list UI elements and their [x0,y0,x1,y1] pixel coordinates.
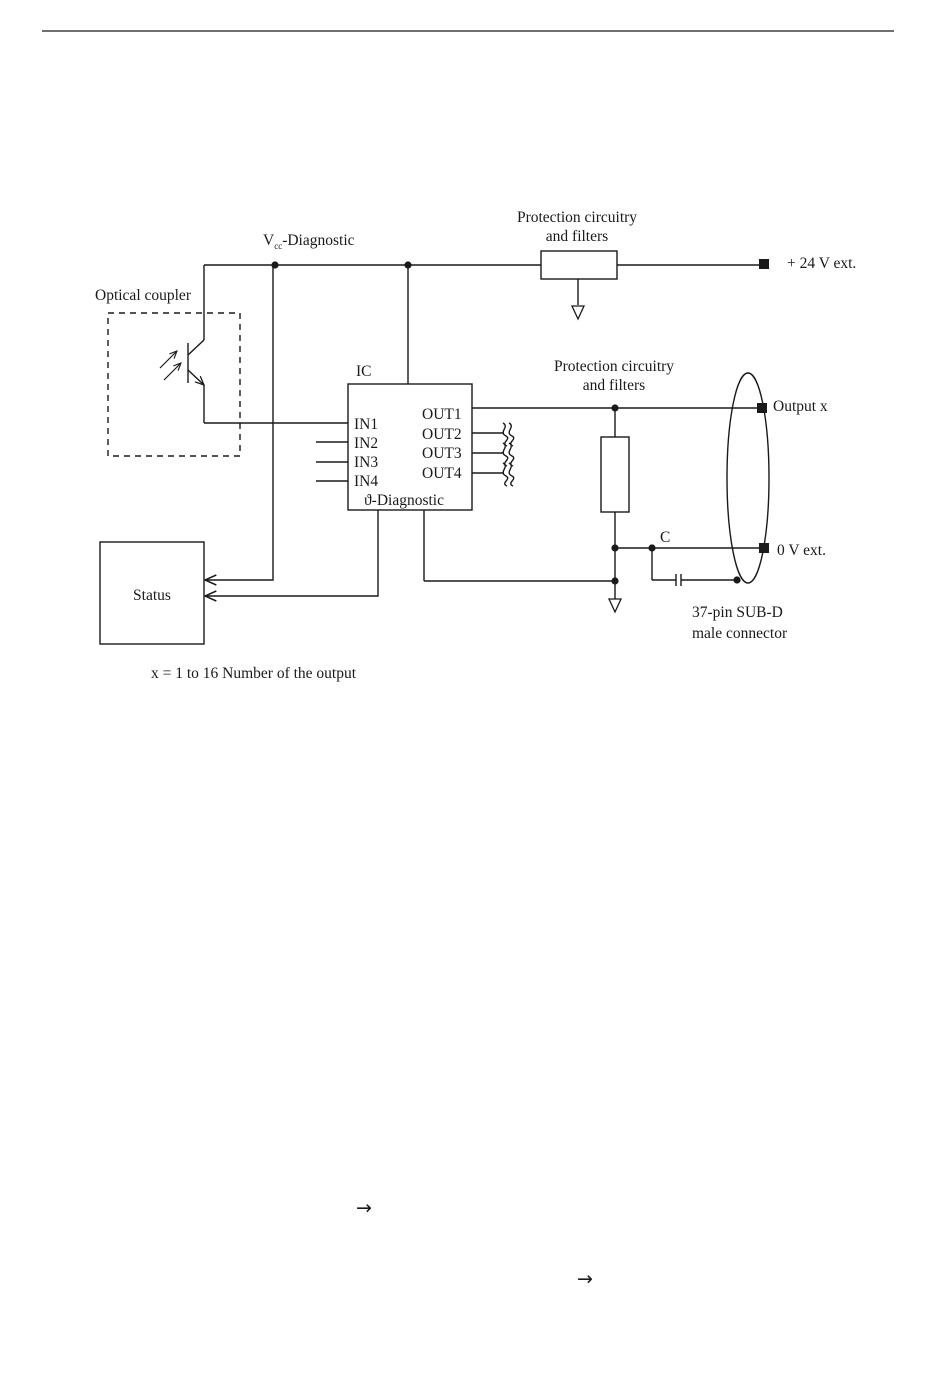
top-ground-symbol [572,306,584,319]
plus24-label: + 24 V ext. [787,255,856,272]
bottom-ground-symbol [609,599,621,612]
light-arrow-1 [160,351,177,368]
out3-label: OUT3 [422,445,462,462]
break-symbol-out3b [509,443,514,466]
break-symbol-out2 [503,423,508,446]
plus24-terminal [759,259,769,269]
out1-label: OUT1 [422,406,462,423]
ground-junction [611,577,618,584]
break-symbol-out4b [509,463,514,486]
ic-label: IC [356,363,372,380]
optical-coupler-label: Optical coupler [95,287,192,304]
in2-label: IN2 [354,435,378,452]
break-symbol-out4 [503,463,508,486]
output-filter-block [601,437,629,512]
in1-label: IN1 [354,416,378,433]
top-protection-label-2: and filters [546,228,608,245]
coupler-collector [188,340,204,355]
out2-label: OUT2 [422,426,462,443]
light-arrow-2 [164,363,181,380]
arrow-right-icon: → [356,1197,372,1219]
break-symbol-out3 [503,443,508,466]
in4-label: IN4 [354,473,378,490]
break-symbol-out2b [509,423,514,446]
output-x-terminal [757,403,767,413]
footnote-label: x = 1 to 16 Number of the output [151,665,357,682]
vcc-label: Vcc-Diagnostic [263,232,355,251]
connector-label-1: 37-pin SUB-D [692,604,783,621]
zero-v-label: 0 V ext. [777,542,826,559]
connector-ellipse [727,373,769,583]
top-protection-label-1: Protection circuitry [517,209,637,226]
output-protection-label-1: Protection circuitry [554,358,674,375]
shield-junction [733,576,740,583]
theta-diagnostic-label: ϑ-Diagnostic [364,492,444,509]
capacitor-label: C [660,529,670,546]
connector-label-2: male connector [692,625,788,642]
output-protection-label-2: and filters [583,377,645,394]
arrow-right-icon-2: → [577,1268,593,1290]
output-x-label: Output x [773,398,828,415]
out4-label: OUT4 [422,465,462,482]
coupler-emitter [188,370,204,385]
top-filter-block [541,251,617,279]
in3-label: IN3 [354,454,378,471]
status-label: Status [133,587,171,604]
optical-coupler-box [108,313,240,456]
theta-status-arrow [205,510,378,596]
